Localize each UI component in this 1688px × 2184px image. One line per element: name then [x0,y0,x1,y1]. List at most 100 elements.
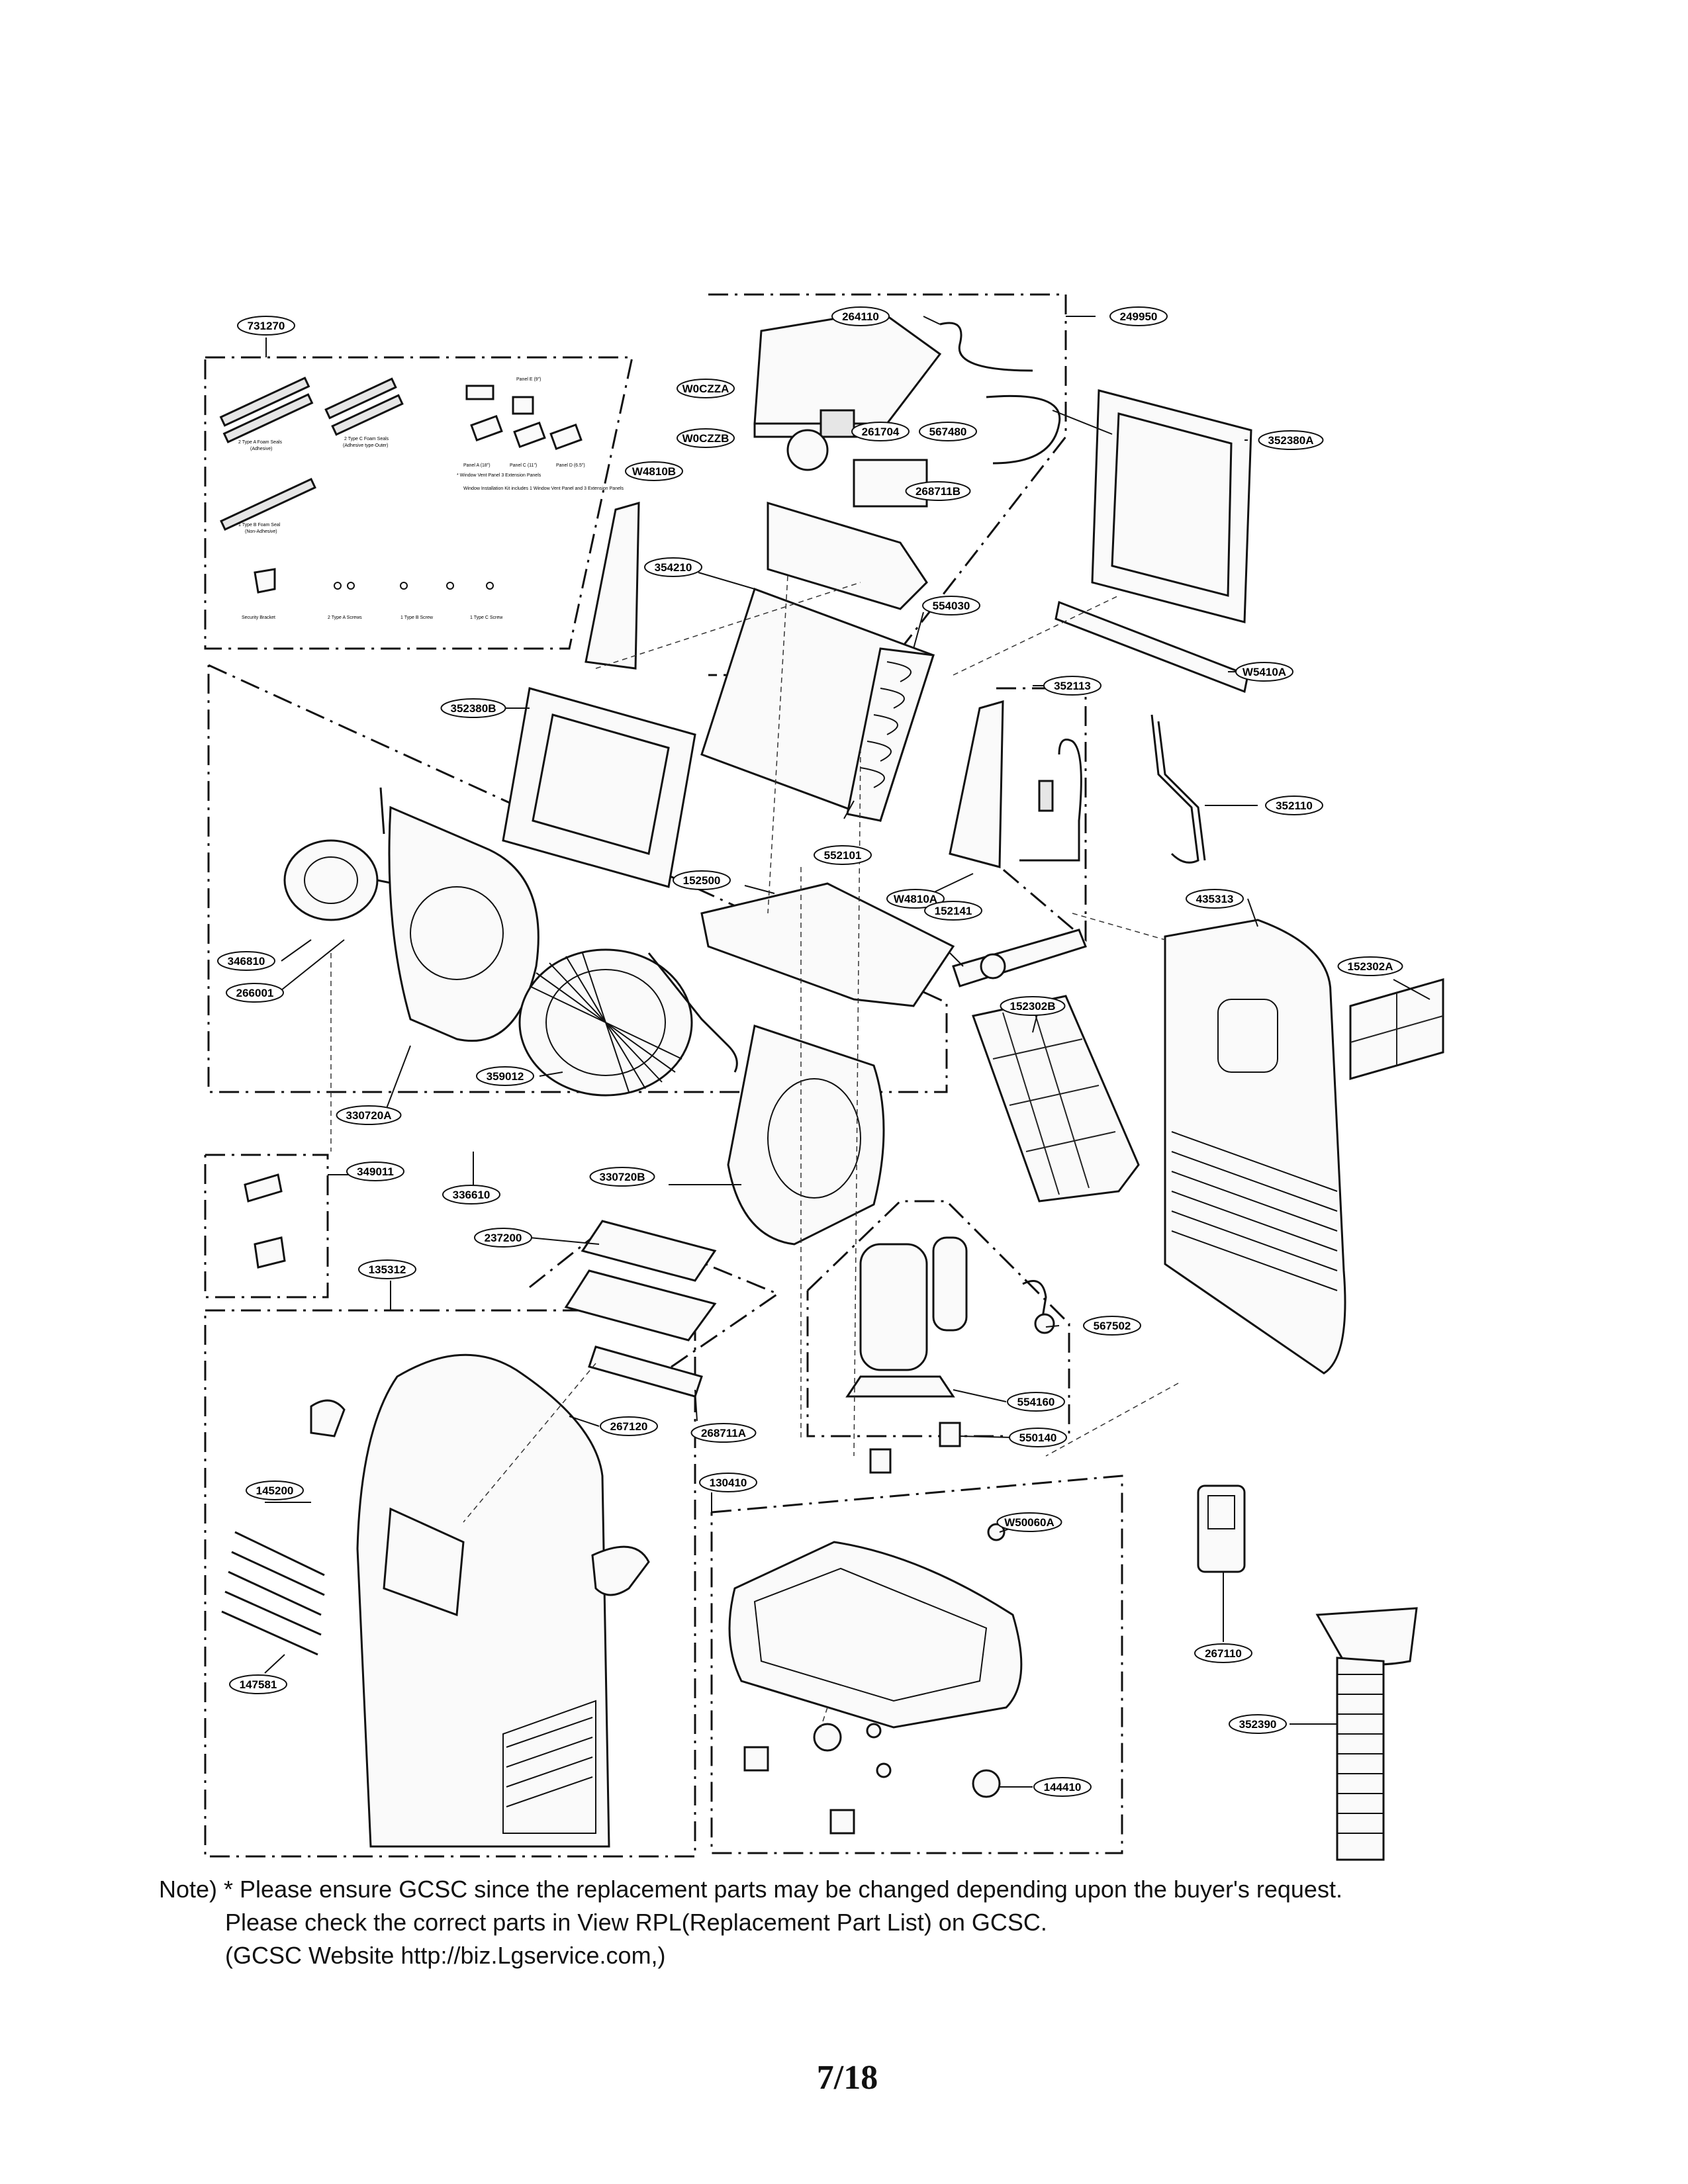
callout-oval [1229,1714,1287,1734]
piping-frame [996,687,1087,942]
part-callout: 731270 [237,316,295,336]
callout-oval [358,1259,416,1279]
part-callout: 147581 [229,1674,287,1694]
install-kit-note: Window Installation Kit includes 1 Windo… [463,486,624,491]
compressor-frame [806,1200,1070,1437]
louvers [221,1531,325,1656]
callout-oval [677,428,735,448]
front-frame [502,687,696,888]
part-number: 130410 [710,1477,747,1489]
part-callout: 152141 [924,901,982,921]
part-number: 249950 [1120,310,1158,323]
part-callout: W4810A [886,889,945,909]
part-callout: 352110 [1265,796,1323,815]
part-number: W4810B [632,465,676,478]
grommets [869,1422,961,1474]
part-number: 346810 [228,955,265,968]
part-number: 359012 [487,1070,524,1083]
part-number: 264110 [842,310,879,323]
part-number: 152302A [1347,960,1393,973]
vent-note: * Window Vent Panel 3 Extension Panels [457,473,541,478]
foam-c-sub: (Adhesive type-Outer) [343,443,388,448]
part-callout: 261704 [851,422,910,441]
fan-section-frame [207,664,948,1093]
part-callout: 268711A [690,1423,757,1443]
exhaust-duct [1315,1607,1418,1861]
part-number: 267110 [1205,1647,1242,1660]
control-box [753,310,1061,610]
callout-oval [1043,676,1102,696]
panel-e-label: Panel E (9") [516,377,541,382]
strap [379,787,385,835]
part-callout: 435313 [1186,889,1244,909]
part-number: 268711B [915,485,961,498]
part-callout: 330720A [336,1105,402,1125]
callout-oval [476,1066,534,1086]
part-number: 567502 [1094,1320,1131,1332]
part-number: 352113 [1054,680,1091,692]
callout-oval [919,422,977,441]
part-number: 352380B [450,702,496,715]
callout-oval [1194,1643,1252,1663]
callout-oval [440,698,506,718]
callout-oval [673,870,731,890]
callout-oval [831,306,890,326]
part-number: 267120 [610,1420,648,1433]
panel-c-label: Panel C (11") [510,463,537,468]
part-callout: 550140 [1009,1428,1067,1447]
part-callout: 237200 [474,1228,532,1248]
part-callout: 130410 [699,1473,757,1492]
callout-oval [1009,1428,1067,1447]
callout-oval [644,557,702,577]
drain-pan [700,882,955,1007]
part-number: 152141 [935,905,972,917]
part-callout: 352113 [1043,676,1102,696]
part-number: 261704 [862,426,900,438]
part-number: 554160 [1017,1396,1055,1408]
part-callout: 152302B [1000,996,1066,1016]
part-number: 330720A [346,1109,391,1122]
part-number: 352110 [1276,799,1313,812]
part-number: W4810A [894,893,937,905]
assembly-guides [330,575,1179,1728]
callout-oval [237,316,295,336]
part-number: W0CZZB [682,432,729,445]
filter-small [1349,978,1444,1080]
callout-oval [246,1480,304,1500]
part-number: 330720B [599,1171,645,1183]
callout-oval [600,1416,658,1436]
base-frame [710,1475,1123,1854]
float-switch [952,929,1087,987]
part-callout: 567480 [919,422,977,441]
part-callout: 145200 [246,1480,304,1500]
part-number: 135312 [369,1263,406,1276]
callout-oval [699,1473,757,1492]
part-callout: 352380A [1258,430,1324,450]
refrigerant-pipes [1019,714,1206,864]
part-number: 268711A [701,1427,746,1439]
cabinet-knob [310,1399,346,1437]
callout-oval [217,951,275,971]
panel-a-label: Panel A (18") [463,463,491,468]
panel-d-label: Panel D (6.5") [556,463,585,468]
window-kit: 2 Type A Foam Seals (Adhesive) 2 Type C … [219,377,624,620]
callout-oval [229,1674,287,1694]
part-callout: 135312 [358,1259,416,1279]
part-number: 266001 [236,987,274,999]
part-number: 567480 [929,426,967,438]
page-number: 7/18 [816,2059,878,2097]
bracket-label: Security Bracket [242,615,275,620]
casters [743,1723,1001,1835]
part-callout: 354210 [644,557,702,577]
foam-b-sub: (Non-Adhesive) [245,529,277,534]
part-callout: 552101 [814,845,872,865]
callout-oval [924,901,982,921]
part-callout: 346810 [217,951,275,971]
callout-oval [1337,956,1403,976]
callout-oval [1083,1316,1141,1336]
foam-a-label: 2 Type A Foam Seals [238,440,283,445]
note-line-3: (GCSC Website http://biz.Lgservice.com,) [225,1942,666,1969]
drain-cap [987,1523,1006,1541]
callout-oval [677,379,735,398]
